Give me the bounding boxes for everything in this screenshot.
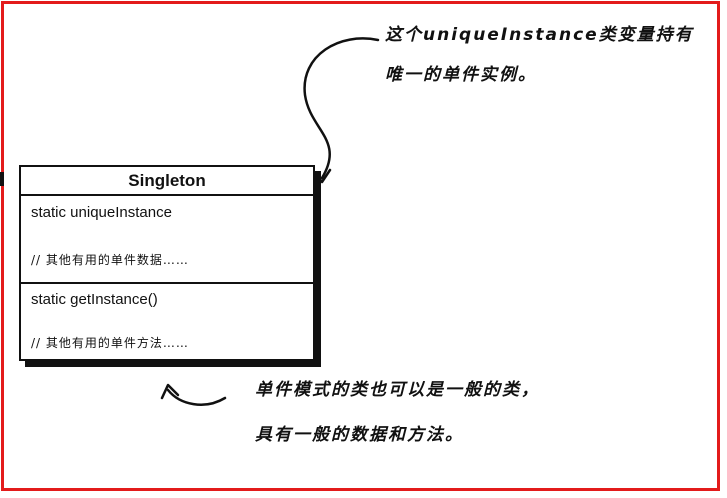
section-divider bbox=[21, 282, 313, 284]
red-frame bbox=[1, 1, 720, 491]
note-top-line1: 这个uniqueInstance类变量持有 bbox=[385, 25, 694, 45]
arrow-head-bottom bbox=[160, 383, 180, 400]
arrow-to-class-bottom bbox=[166, 388, 227, 406]
attributes-comment: // 其他有用的单件数据…… bbox=[31, 253, 189, 267]
arrow-head-top bbox=[312, 168, 332, 184]
attribute-unique-instance: static uniqueInstance bbox=[31, 204, 172, 221]
note-bottom-line2: 具有一般的数据和方法。 bbox=[255, 425, 464, 445]
method-get-instance: static getInstance() bbox=[31, 291, 158, 308]
note-bottom-line1: 单件模式的类也可以是一般的类， bbox=[255, 380, 540, 400]
note-top-line2: 唯一的单件实例。 bbox=[385, 65, 537, 85]
uml-class-box: Singleton static uniqueInstance // 其他有用的… bbox=[19, 165, 315, 361]
arrow-to-class-corner bbox=[303, 37, 380, 180]
class-name: Singleton bbox=[21, 167, 313, 196]
edge-tick-mark bbox=[0, 172, 4, 186]
methods-comment: // 其他有用的单件方法…… bbox=[31, 336, 189, 350]
